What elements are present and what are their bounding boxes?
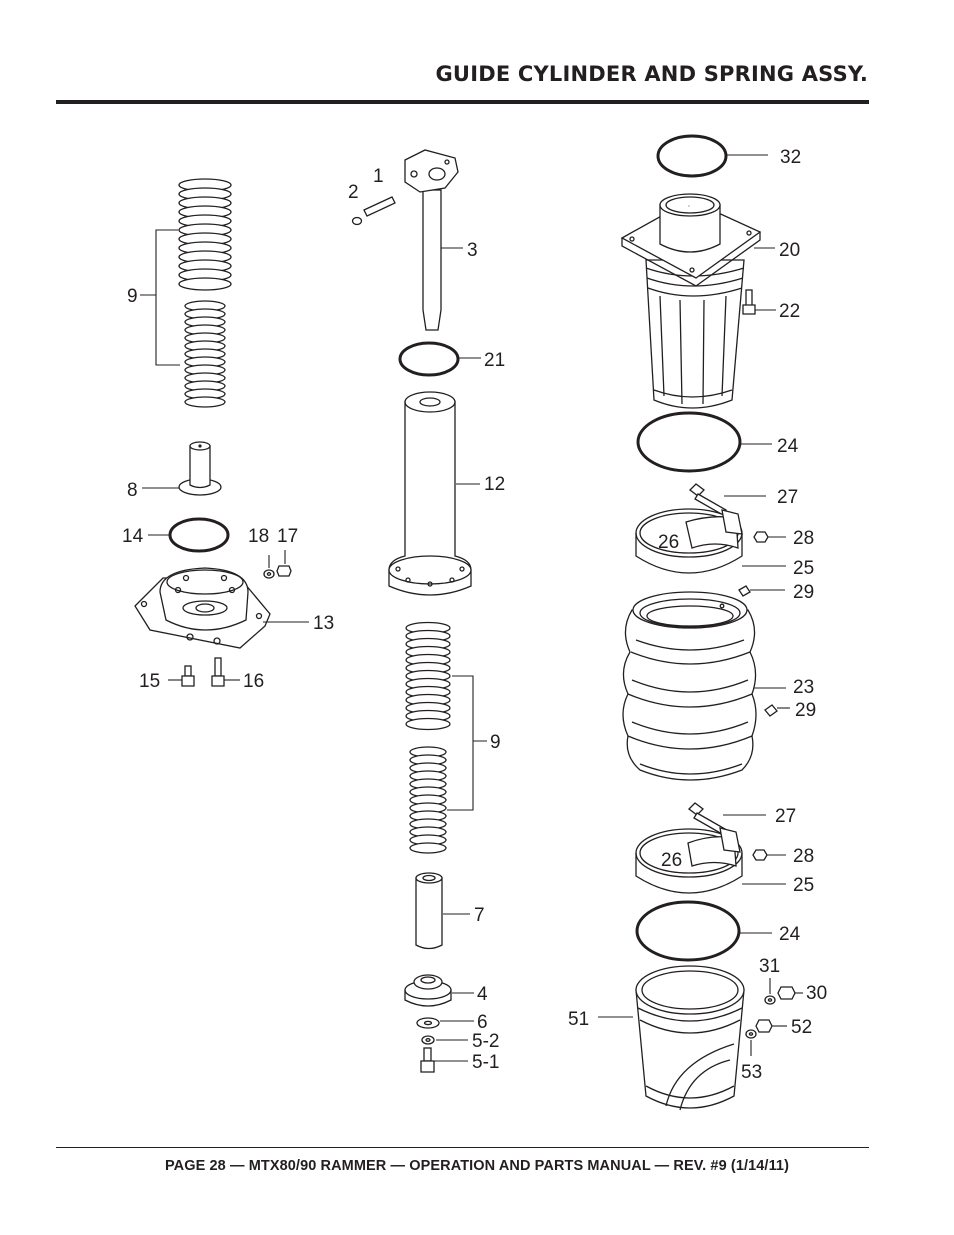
callout-5-1: 5-1	[472, 1052, 499, 1073]
washer-53	[745, 1029, 757, 1039]
callout-26-upper: 26	[658, 532, 679, 553]
callout-29-upper: 29	[793, 582, 814, 603]
base-plate-13	[134, 567, 271, 649]
callout-52: 52	[791, 1017, 812, 1038]
callout-3: 3	[467, 240, 478, 261]
plug-29-lower	[764, 704, 778, 717]
o-ring-14	[168, 517, 230, 553]
footer-rule	[56, 1147, 869, 1148]
nut-52	[755, 1019, 773, 1033]
callout-20: 20	[779, 240, 800, 261]
callout-25-lower: 25	[793, 875, 814, 896]
plug-29-upper	[738, 585, 751, 597]
upper-housing-20	[620, 193, 762, 409]
lock-washer-5-2	[421, 1035, 435, 1045]
callout-17: 17	[277, 526, 298, 547]
callout-30: 30	[806, 983, 827, 1004]
guide-cylinder-12	[388, 391, 472, 596]
nut-28-upper	[753, 531, 769, 543]
spring-upper-middle	[405, 621, 451, 731]
nut-28-lower	[752, 849, 768, 861]
callout-32: 32	[780, 147, 801, 168]
callout-14: 14	[122, 526, 144, 547]
o-ring-32	[656, 134, 728, 178]
callout-29-lower: 29	[795, 700, 816, 721]
lower-housing-51	[635, 965, 745, 1111]
sleeve-7	[415, 872, 443, 950]
spring-lower-left	[184, 300, 226, 408]
o-ring-24-lower	[635, 900, 741, 962]
callout-9-middle: 9	[490, 732, 501, 753]
callout-28-lower: 28	[793, 846, 814, 867]
o-ring-24-upper	[636, 411, 742, 473]
callout-22: 22	[779, 301, 800, 322]
callout-26-lower: 26	[661, 850, 682, 871]
callout-21: 21	[484, 350, 505, 371]
nut-17	[276, 565, 292, 577]
title-rule	[56, 100, 869, 104]
bolt-22	[742, 289, 756, 315]
o-ring-21	[398, 341, 460, 377]
bolt-15	[181, 665, 195, 687]
callout-27-upper: 27	[777, 487, 798, 508]
callout-23: 23	[793, 677, 814, 698]
cap-4	[404, 974, 452, 1007]
callout-31: 31	[759, 956, 780, 977]
callout-12: 12	[484, 474, 505, 495]
spring-lower-middle	[409, 746, 447, 854]
cap-2	[351, 216, 363, 226]
clamp-buckle-upper	[721, 509, 743, 535]
callout-7: 7	[474, 905, 485, 926]
spring-upper-left	[178, 178, 232, 291]
page-title: GUIDE CYLINDER AND SPRING ASSY.	[435, 62, 868, 86]
callout-28-upper: 28	[793, 528, 814, 549]
callout-53: 53	[741, 1062, 762, 1083]
callout-51: 51	[568, 1009, 589, 1030]
bolt-16	[211, 657, 225, 687]
washer-6	[416, 1017, 440, 1029]
bolt-5-1	[420, 1047, 435, 1073]
callout-25-upper: 25	[793, 558, 814, 579]
callout-27-lower: 27	[775, 806, 796, 827]
guide-rod-3	[404, 149, 459, 331]
nut-30	[777, 986, 796, 1000]
callout-24-lower: 24	[779, 924, 801, 945]
bellows-23	[622, 591, 757, 781]
callout-16: 16	[243, 671, 264, 692]
clamp-buckle-lower	[719, 827, 741, 853]
callout-9-left: 9	[127, 286, 138, 307]
callout-5-2: 5-2	[472, 1031, 499, 1052]
callout-18: 18	[248, 526, 269, 547]
callout-13: 13	[313, 613, 334, 634]
callout-4: 4	[477, 984, 488, 1005]
page-footer: PAGE 28 — MTX80/90 RAMMER — OPERATION AN…	[164, 1158, 790, 1174]
callout-6: 6	[477, 1012, 488, 1033]
callout-2: 2	[348, 182, 359, 203]
washer-31	[764, 995, 776, 1005]
callout-15: 15	[139, 671, 160, 692]
spring-seat	[178, 441, 222, 496]
callout-1: 1	[373, 166, 384, 187]
callout-8: 8	[127, 480, 138, 501]
pin-1	[363, 196, 396, 217]
callout-24-upper: 24	[777, 436, 799, 457]
